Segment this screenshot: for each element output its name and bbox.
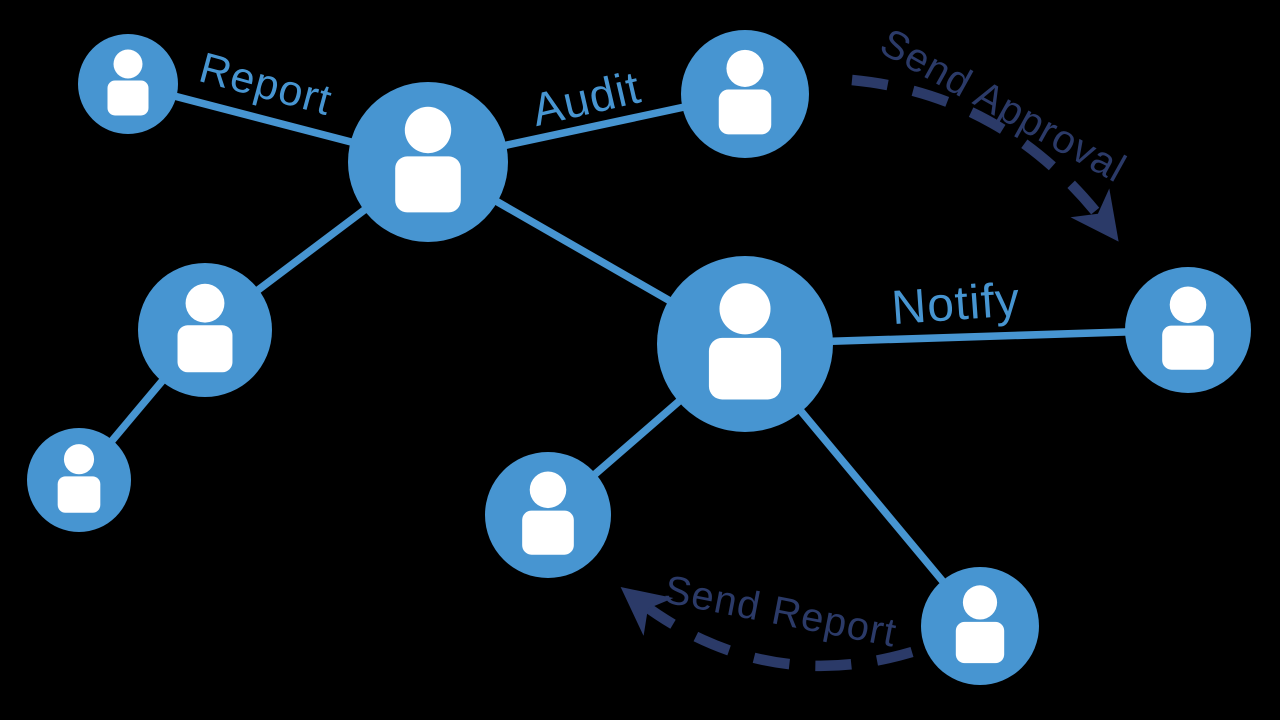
person-head (726, 49, 764, 87)
person-icon (107, 49, 149, 116)
node-auditor-top-right (681, 30, 809, 158)
node-member-center-bottom (485, 452, 611, 578)
person-head (185, 283, 225, 323)
person-icon (708, 283, 782, 400)
node-member-bottom-left (27, 428, 131, 532)
person-body (718, 89, 772, 135)
nodes-layer (27, 30, 1251, 685)
node-member-mid-left (138, 263, 272, 397)
arrow-send-report (620, 587, 914, 672)
person-head (719, 283, 771, 335)
person-icon (1162, 286, 1214, 370)
person-head (63, 444, 95, 475)
person-icon (395, 106, 461, 213)
node-supervisor-hub (348, 82, 508, 242)
person-icon (177, 283, 233, 373)
arrow-send-approval (851, 74, 1119, 242)
person-body (177, 325, 233, 373)
edge-label-report: Report (194, 44, 337, 125)
person-head (1169, 286, 1207, 324)
person-head (962, 585, 998, 620)
arrows-layer (620, 74, 1119, 672)
node-approver-right (1125, 267, 1251, 393)
person-body (1162, 325, 1214, 370)
edge-label-audit: Audit (527, 61, 646, 136)
node-manager-center (657, 256, 833, 432)
node-reporter-bottom-right (921, 567, 1039, 685)
person-icon (522, 471, 574, 555)
person-body (708, 337, 782, 400)
person-icon (718, 49, 772, 135)
person-icon (955, 585, 1005, 664)
person-body (57, 476, 101, 513)
arrow-label-send-approval: Send Approval (873, 20, 1133, 191)
person-body (107, 80, 149, 116)
person-head (113, 49, 143, 79)
person-body (522, 510, 574, 555)
person-head (529, 471, 567, 509)
person-icon (57, 444, 101, 513)
person-body (955, 621, 1005, 664)
edge-label-notify: Notify (890, 273, 1022, 335)
node-member-top-left (78, 34, 178, 134)
person-body (395, 156, 461, 213)
person-head (404, 106, 452, 154)
